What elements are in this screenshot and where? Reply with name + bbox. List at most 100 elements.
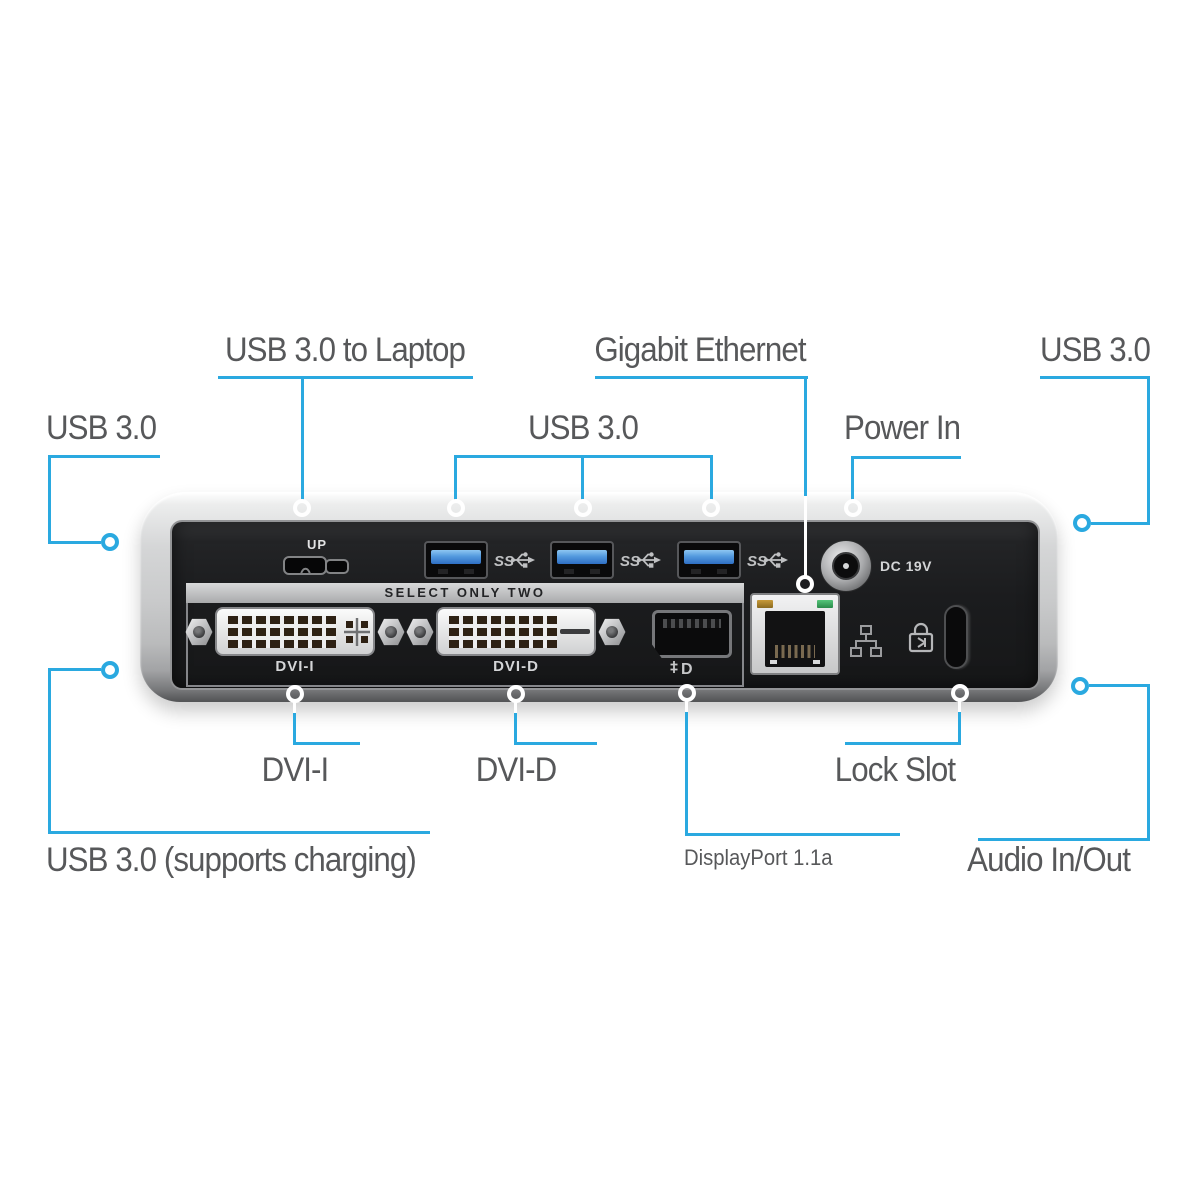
callout-line	[293, 742, 360, 745]
callout-line	[454, 455, 713, 458]
usb-ss-trident-icon: SS	[620, 552, 661, 570]
ethernet-contacts	[775, 645, 815, 658]
svg-text:SS: SS	[494, 553, 514, 570]
callout-line	[685, 701, 688, 712]
callout-node-usb-charging	[101, 661, 119, 679]
callout-line	[48, 455, 160, 458]
displayport-pins	[663, 619, 721, 628]
label-usb-right: USB 3.0	[1039, 331, 1151, 369]
callout-node-power	[844, 499, 862, 517]
callout-line	[851, 459, 854, 500]
kensington-lock-icon	[908, 622, 934, 653]
ethernet-jack	[765, 611, 825, 667]
callout-line	[1040, 376, 1150, 379]
dvi-d-blade-slot	[560, 629, 590, 634]
label-dvi-i: DVI-I	[261, 751, 330, 789]
callout-line	[293, 702, 296, 713]
callout-line	[804, 496, 807, 576]
callout-node-usb-laptop	[293, 499, 311, 517]
dvi-i-screw-right	[377, 618, 405, 646]
dvi-i-analog-cross	[344, 618, 370, 646]
callout-line	[851, 456, 961, 459]
dc-jack-barrel	[832, 552, 860, 580]
callout-node-audio	[1071, 677, 1089, 695]
callout-line	[685, 712, 688, 836]
callout-node-usb-port1	[447, 499, 465, 517]
select-only-two-frame	[186, 583, 744, 687]
label-audio: Audio In/Out	[967, 841, 1131, 879]
callout-node-displayport	[678, 684, 696, 702]
usb-blue-tongue	[684, 550, 734, 564]
label-lock-slot: Lock Slot	[834, 751, 956, 789]
ethernet-mark	[770, 660, 777, 664]
callout-line	[301, 379, 304, 500]
callout-line	[1089, 684, 1150, 687]
ethernet-led-orange	[757, 600, 773, 608]
callout-line	[1091, 522, 1150, 525]
label-usb-hub: USB 3.0	[527, 409, 639, 447]
usb-contact	[464, 569, 474, 574]
usb-contact	[590, 569, 600, 574]
select-only-two-bar: SELECT ONLY TWO	[186, 583, 744, 603]
callout-node-usb-port3	[702, 499, 720, 517]
dc-jack-pin	[843, 563, 849, 569]
displayport-logo-icon: D	[670, 661, 693, 678]
svg-text:SS: SS	[747, 553, 767, 570]
callout-line	[1147, 379, 1150, 525]
callout-line	[51, 541, 101, 544]
ethernet-led-green	[817, 600, 833, 608]
callout-line	[51, 668, 101, 671]
network-icon	[850, 625, 882, 657]
usb-contact	[717, 569, 727, 574]
label-gigabit-ethernet: Gigabit Ethernet	[594, 331, 806, 369]
callout-line	[218, 376, 473, 379]
callout-node-ethernet	[796, 575, 814, 593]
dvi-i-pins	[228, 616, 336, 648]
callout-line	[514, 702, 517, 713]
callout-node-dvi-i	[286, 685, 304, 703]
callout-line	[685, 833, 900, 836]
callout-node-dvi-d	[507, 685, 525, 703]
usb-contact	[691, 569, 701, 574]
dvi-i-port-label: DVI-I	[275, 658, 315, 675]
callout-line	[958, 701, 961, 712]
callout-line	[804, 379, 807, 496]
callout-node-usb-left	[101, 533, 119, 551]
usb-blue-tongue	[431, 550, 481, 564]
usb-ss-trident-icon: SS	[494, 552, 535, 570]
callout-line	[581, 458, 584, 500]
svg-text:SS: SS	[620, 553, 640, 570]
ethernet-mark	[813, 660, 820, 664]
ethernet-port	[750, 593, 840, 675]
label-displayport: DisplayPort 1.1a	[684, 845, 833, 870]
lock-slot-opening	[944, 605, 968, 669]
usb-ss-trident-icon: SS	[747, 552, 788, 570]
callout-line	[514, 713, 517, 745]
dc-19v-label: DC 19V	[880, 558, 933, 574]
label-usb-charging: USB 3.0 (supports charging)	[46, 841, 417, 879]
usb-contact	[564, 569, 574, 574]
usb3-port-2	[550, 541, 614, 579]
callout-line	[710, 458, 713, 500]
label-power-in: Power In	[844, 409, 961, 447]
callout-line	[958, 712, 961, 745]
dvi-d-pins	[449, 616, 557, 648]
usb-microb-port-icon	[283, 556, 349, 575]
callout-line	[454, 458, 457, 500]
dvi-d-port-label: DVI-D	[493, 658, 539, 675]
callout-line	[48, 458, 51, 544]
callout-line	[293, 713, 296, 745]
svg-text:D: D	[681, 661, 693, 678]
label-usb-left: USB 3.0	[46, 409, 157, 447]
callout-node-usb-port2	[574, 499, 592, 517]
callout-node-lock	[951, 684, 969, 702]
callout-line	[514, 742, 597, 745]
label-dvi-d: DVI-D	[475, 751, 557, 789]
label-usb-to-laptop: USB 3.0 to Laptop	[224, 331, 466, 369]
callout-line	[845, 742, 961, 745]
callout-line	[48, 668, 51, 834]
dvi-i-screw-left	[185, 618, 213, 646]
usb-blue-tongue	[557, 550, 607, 564]
callout-line	[1147, 684, 1150, 841]
